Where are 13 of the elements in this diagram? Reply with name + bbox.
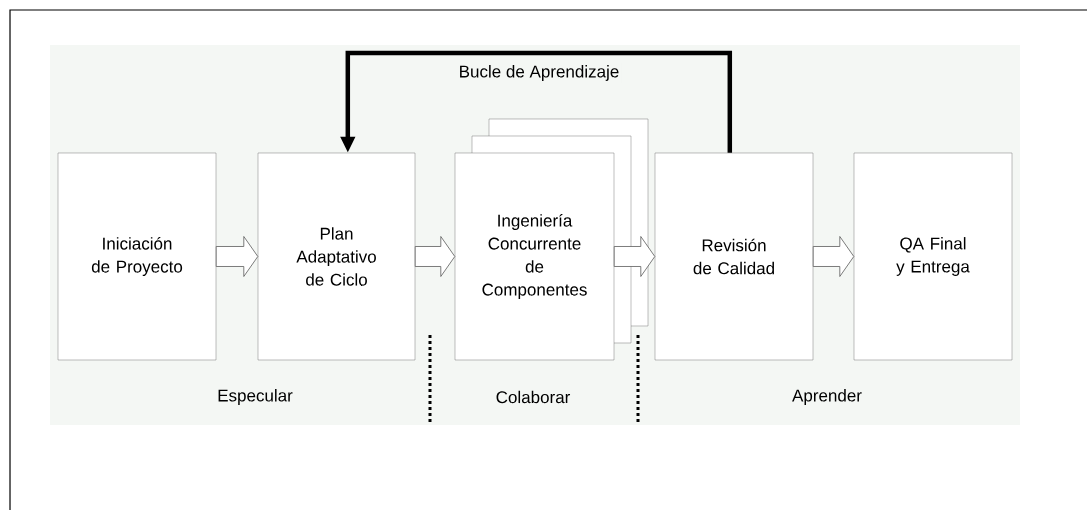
block-arrow: [215, 236, 259, 277]
edge-label: Bucle de Aprendizaje: [456, 63, 622, 83]
process-box: Revisión de Calidad: [654, 152, 814, 361]
block-arrow: [812, 236, 855, 277]
phase-label: Colaborar: [496, 390, 571, 404]
process-box: Ingeniería Concurrente de Componentes: [454, 152, 615, 361]
block-arrow: [414, 236, 456, 277]
process-box: Plan Adaptativo de Ciclo: [257, 152, 416, 361]
phase-label: Especular: [218, 389, 293, 405]
process-box: Iniciación de Proyecto: [57, 152, 217, 361]
block-arrow: [613, 236, 656, 277]
process-box: QA Final y Entrega: [853, 152, 1013, 361]
phase-label: Aprender: [792, 389, 862, 405]
